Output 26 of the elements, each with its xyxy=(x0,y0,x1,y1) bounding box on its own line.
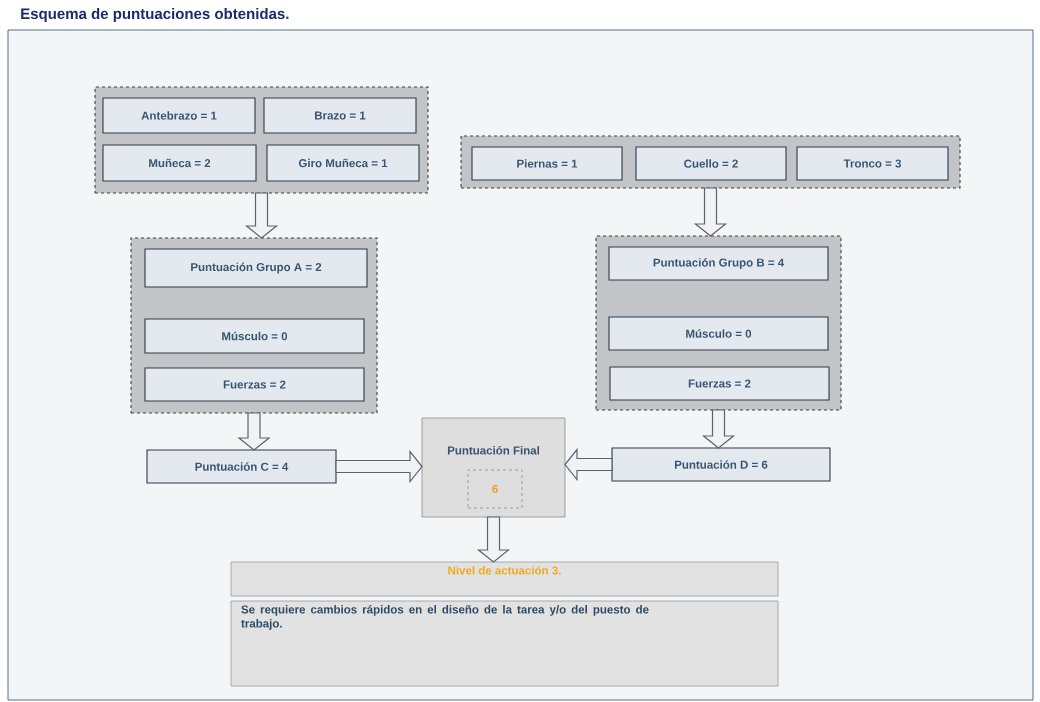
level-banner: Nivel de actuación 3. xyxy=(230,561,779,597)
block-arrow xyxy=(244,192,279,239)
block-arrow xyxy=(564,447,613,482)
score-box: Fuerzas = 2 xyxy=(144,367,365,402)
block-arrow xyxy=(476,516,511,563)
description-box: Se requiere cambios rápidos en el diseño de la tarea y/o del puesto de trabajo. xyxy=(230,600,779,687)
score-box: Puntuación Grupo A = 2 xyxy=(144,248,368,288)
score-box: Puntuación D = 6 xyxy=(611,447,831,482)
block-arrow xyxy=(335,449,423,484)
score-box: Puntuación C = 4 xyxy=(146,449,337,484)
block-arrow xyxy=(237,412,271,451)
score-box: Músculo = 0 xyxy=(608,316,829,351)
score-box: Antebrazo = 1 xyxy=(102,97,256,134)
score-box: Piernas = 1 xyxy=(471,146,623,181)
title: Esquema de puntuaciones obtenidas. xyxy=(21,8,289,22)
block-arrow xyxy=(693,187,728,237)
score-box: Puntuación Grupo B = 4 xyxy=(608,246,829,281)
score-box: Brazo = 1 xyxy=(263,97,417,134)
block-arrow xyxy=(701,409,736,449)
score-value-box: 6 xyxy=(467,469,523,509)
score-box: Giro Muñeca = 1 xyxy=(266,144,420,182)
score-box: Muñeca = 2 xyxy=(102,144,257,182)
score-box: Músculo = 0 xyxy=(144,318,365,354)
score-box: Fuerzas = 2 xyxy=(609,366,830,401)
score-box: Cuello = 2 xyxy=(635,146,787,181)
score-box: Tronco = 3 xyxy=(796,146,949,181)
